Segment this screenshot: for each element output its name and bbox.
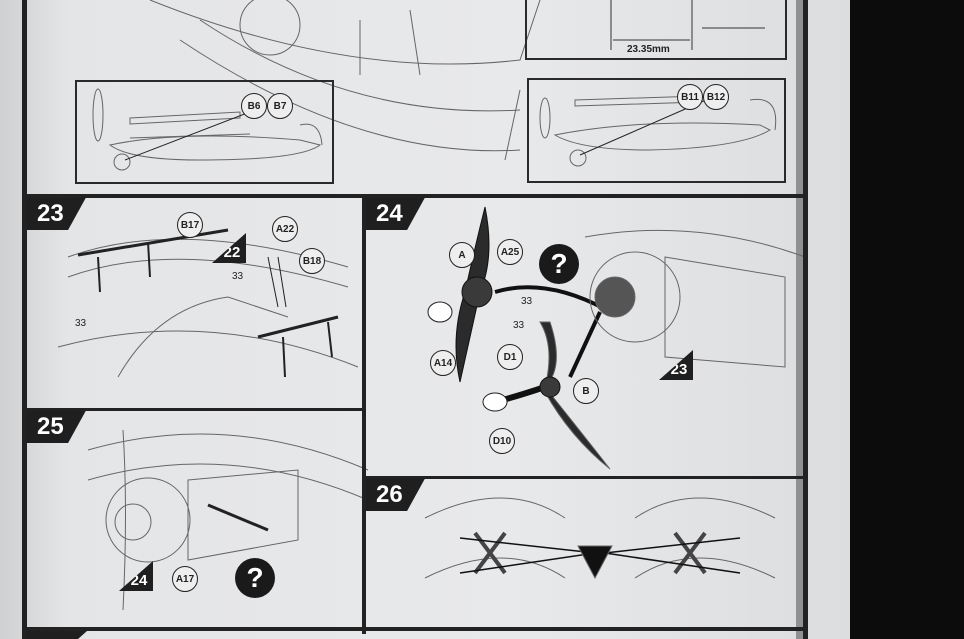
callout-a14: A14 — [430, 350, 456, 376]
divider-24-26 — [362, 476, 808, 479]
callout-b7: B7 — [267, 93, 293, 119]
callout-b18: B18 — [299, 248, 325, 274]
callout-a22: A22 — [272, 216, 298, 242]
help-icon: ? — [235, 558, 275, 598]
step-number: 26 — [366, 479, 425, 511]
inset-detail-top — [525, 0, 787, 60]
ref-step-marker: 23 — [659, 350, 693, 380]
callout-b17: B17 — [177, 212, 203, 238]
ref-step-label: 24 — [130, 572, 148, 589]
measurement-label: 23.35mm — [627, 44, 670, 55]
glue-label: 33 — [513, 320, 525, 331]
step-25-panel: 25 24 A17 ? — [27, 411, 362, 627]
divider-vertical — [362, 194, 366, 634]
divider-bottom — [22, 627, 808, 631]
inset-view-left — [75, 80, 334, 184]
step-number: 23 — [27, 198, 86, 230]
glue-label: 33 — [75, 318, 87, 329]
ref-step-marker: 24 — [119, 561, 153, 591]
inset-view-right — [527, 78, 786, 183]
step-24-panel: 24 A A25 A14 D1 B D10 33 33 ? 23 — [366, 198, 803, 476]
ref-step-marker: 22 — [212, 233, 246, 263]
step-number: 25 — [27, 411, 86, 443]
step-23-panel: 23 22 B17 A22 B18 33 33 — [27, 198, 362, 408]
callout-b6: B6 — [241, 93, 267, 119]
divider-row1 — [22, 194, 808, 198]
callout-b11: B11 — [677, 84, 703, 110]
step-26-panel: 26 — [366, 479, 803, 627]
frame-right — [803, 0, 808, 639]
ref-step-label: 23 — [670, 361, 688, 378]
step-27-header-partial — [27, 631, 87, 639]
ref-step-label: 22 — [223, 244, 241, 261]
frame-left — [22, 0, 27, 639]
callout-b: B — [573, 378, 599, 404]
glue-label: 33 — [521, 296, 533, 307]
callout-d1: D1 — [497, 344, 523, 370]
callout-d10: D10 — [489, 428, 515, 454]
glue-label: 33 — [232, 271, 244, 282]
line-drawings — [57, 0, 806, 611]
help-icon: ? — [539, 244, 579, 284]
callout-a: A — [449, 242, 475, 268]
callout-b12: B12 — [703, 84, 729, 110]
callout-a25: A25 — [497, 239, 523, 265]
callout-a17: A17 — [172, 566, 198, 592]
divider-23-25 — [22, 408, 366, 411]
step-number: 24 — [366, 198, 425, 230]
